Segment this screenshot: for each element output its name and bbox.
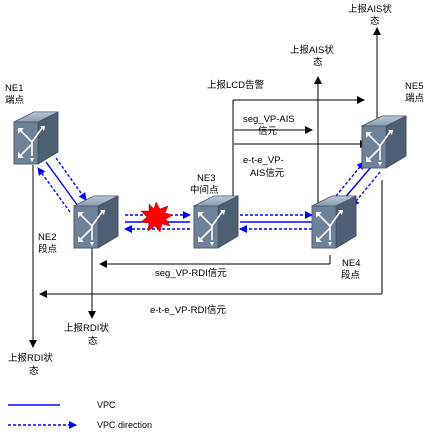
fault-star-icon <box>140 201 174 233</box>
legend-vpc-direction-label: VPC direction <box>97 420 152 430</box>
ne2-rdi-report-line1: 上报RDI状 <box>64 322 109 334</box>
vpc-link-ne4-ne5 <box>342 165 373 201</box>
vpc-dir-ne5-ne4 <box>351 171 381 207</box>
legend: VPC VPC direction <box>8 400 152 430</box>
seg-vp-ais-label-line2: 信元 <box>258 125 278 137</box>
vpc-link-ne1-ne2 <box>45 161 79 207</box>
ne1-name: NE1 <box>5 83 23 94</box>
ne2-rdi-report-line2: 态 <box>88 335 98 347</box>
legend-vpc-label: VPC <box>97 400 116 410</box>
ne4-ais-report-line2: 态 <box>313 56 323 68</box>
ne5-name: NE5 <box>405 81 423 92</box>
ne1-rdi-report-line2: 态 <box>29 365 39 377</box>
ne4-ais-report-line1: 上报AIS状 <box>290 44 334 56</box>
device-ne3 <box>193 195 239 249</box>
ne5-ais-report-line1: 上报AIS状 <box>348 3 392 15</box>
device-ne5 <box>361 115 407 169</box>
ne4-role: 段点 <box>341 269 361 281</box>
ete-vp-ais-label-line2: AIS信元 <box>250 167 285 179</box>
vpc-dir-ne1-ne2 <box>55 157 87 201</box>
device-ne2 <box>73 195 119 249</box>
seg-vp-ais-label-line1: seg_VP-AIS <box>243 114 295 125</box>
device-ne1 <box>13 111 59 165</box>
ne5-ais-report-line2: 态 <box>370 15 380 27</box>
lcd-alarm-report: 上报LCD告警 <box>207 79 265 91</box>
device-ne4 <box>311 195 357 249</box>
vpc-dir-ne2-ne1 <box>37 167 71 213</box>
signal-arrows <box>39 126 383 298</box>
ne2-role: 段点 <box>38 243 58 255</box>
vpc-dir-ne4-ne5 <box>335 161 365 197</box>
ne4-name: NE4 <box>342 258 360 269</box>
ete-vp-ais-label-line1: e-t-e_VP- <box>243 155 284 166</box>
seg-vp-rdi-label: seg_VP-RDI信元 <box>155 267 227 279</box>
ne2-name: NE2 <box>38 232 56 243</box>
report-arrows <box>29 27 381 348</box>
ne3-role: 中间点 <box>190 184 219 196</box>
ne3-name: NE3 <box>197 173 215 184</box>
ne1-rdi-report-line1: 上报RDI状 <box>8 352 53 364</box>
ne1-role: 端点 <box>5 94 25 106</box>
ne5-role: 端点 <box>405 92 425 104</box>
ete-vp-rdi-label: e-t-e_VP-RDI信元 <box>150 304 227 316</box>
vpc-links <box>37 157 381 233</box>
